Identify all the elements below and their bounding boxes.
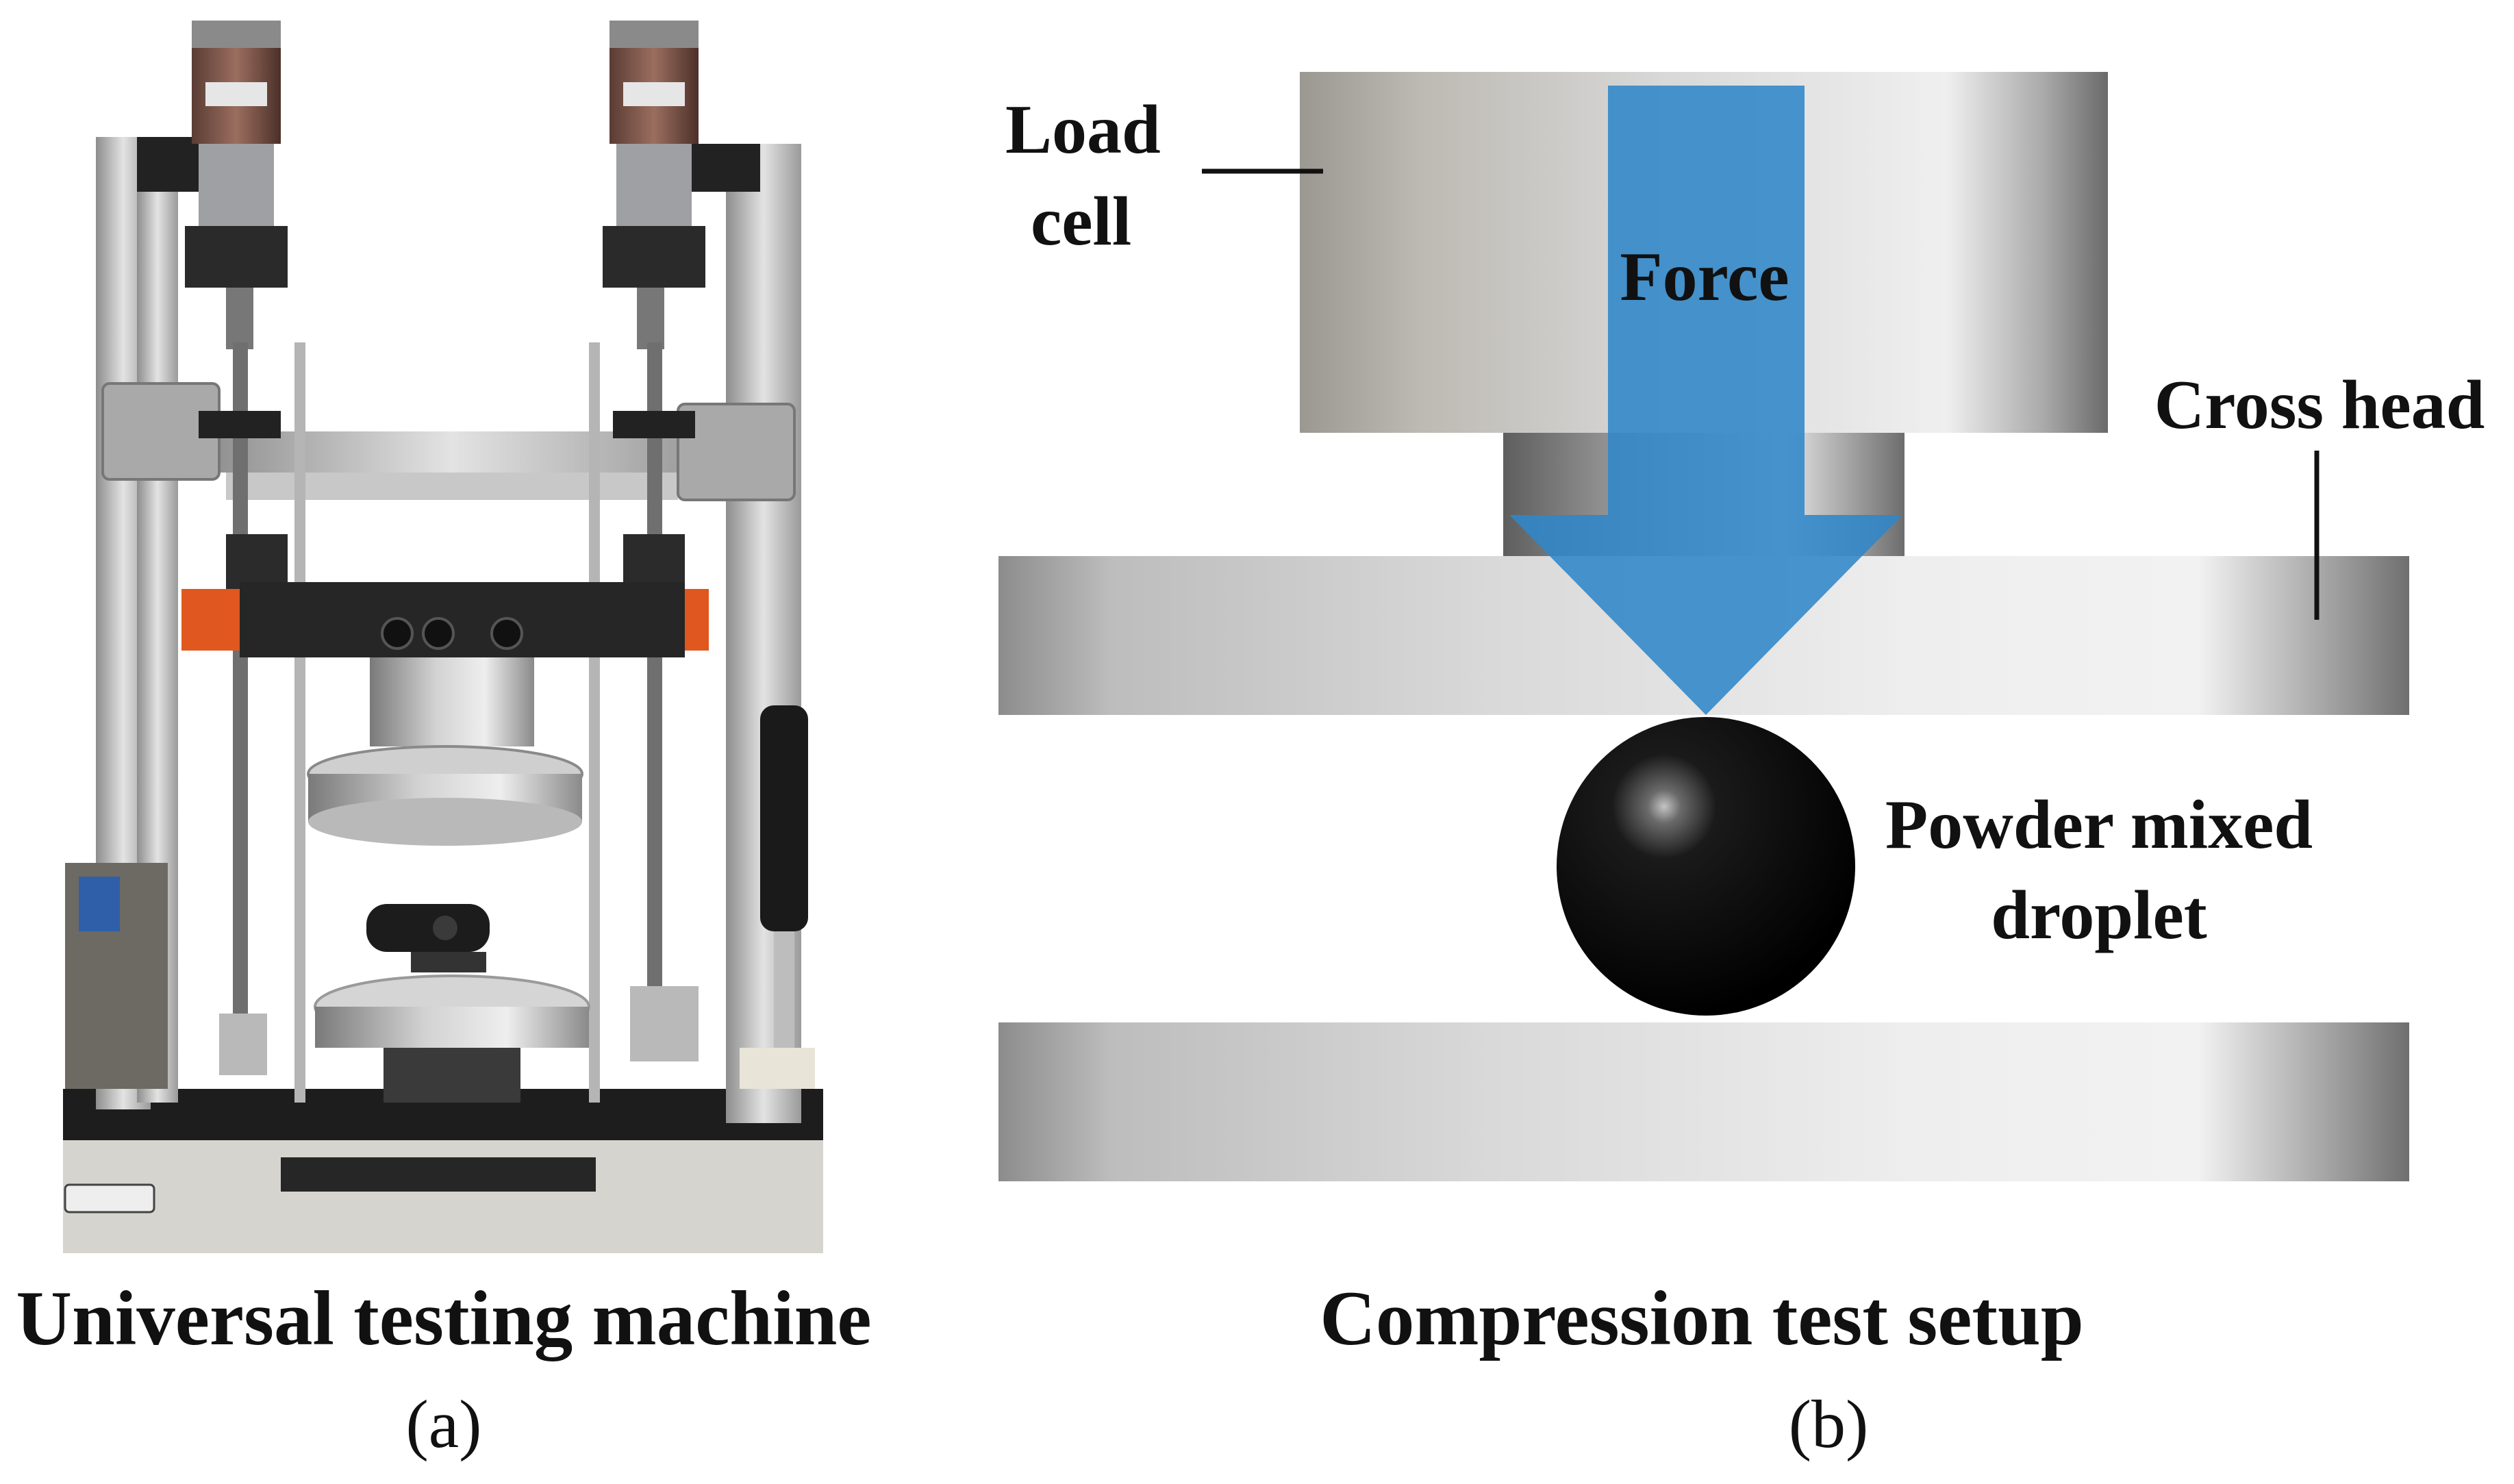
front-rail xyxy=(281,1157,596,1192)
crosshead-hole-3 xyxy=(490,617,523,650)
machine-upper-platen-bottom xyxy=(308,798,582,846)
machine-lower-platen-stand xyxy=(384,1048,520,1103)
right-handle-rod xyxy=(774,931,794,1061)
crosshead-hole-2 xyxy=(422,617,455,650)
left-lead-screw xyxy=(233,342,248,1014)
right-motor xyxy=(603,21,705,349)
right-guide-rod xyxy=(589,342,600,1103)
panel-b-label: (b) xyxy=(1789,1386,1869,1462)
usb-switch xyxy=(64,1183,155,1213)
droplet-label-line2: droplet xyxy=(1991,877,2207,954)
machine-illustration xyxy=(63,21,823,1253)
machine-load-cell xyxy=(370,657,534,746)
panel-a-label: (a) xyxy=(406,1386,482,1462)
electronics-chip xyxy=(79,877,120,931)
cross-head-label: Cross head xyxy=(2154,366,2485,444)
left-coupling xyxy=(219,1014,267,1075)
compression-schematic xyxy=(998,72,2409,1181)
force-label: Force xyxy=(1620,238,1789,316)
crosshead-hole-1 xyxy=(381,617,414,650)
load-cell-label-line2: cell xyxy=(1031,183,1131,260)
machine-crosshead xyxy=(240,582,685,657)
right-base-block xyxy=(740,1048,815,1089)
left-nut-lower xyxy=(226,534,288,589)
right-coupling xyxy=(630,986,699,1061)
camera-lens xyxy=(433,916,457,940)
panel-b-title: Compression test setup xyxy=(1320,1276,2083,1361)
powder-mixed-droplet xyxy=(1557,717,1855,1016)
right-lead-screw xyxy=(647,342,662,1014)
upper-crossbar-lower xyxy=(226,473,678,500)
camera-icon xyxy=(366,904,490,952)
right-nut-lower xyxy=(623,534,685,589)
droplet-label-line1: Powder mixed xyxy=(1885,786,2313,864)
right-corner-plate xyxy=(677,403,796,501)
right-nut-upper xyxy=(613,411,695,438)
right-handle xyxy=(760,705,808,931)
panel-a-title: Universal testing machine xyxy=(16,1276,871,1361)
machine-lower-platen-side xyxy=(315,1007,589,1048)
lower-plate xyxy=(998,1022,2409,1181)
left-guide-rod xyxy=(294,342,305,1103)
left-motor xyxy=(185,21,288,349)
left-nut-upper xyxy=(199,411,281,438)
camera-mount xyxy=(411,952,486,972)
load-cell-label-line1: Load xyxy=(1005,91,1161,168)
force-arrow-icon xyxy=(1509,86,1902,715)
